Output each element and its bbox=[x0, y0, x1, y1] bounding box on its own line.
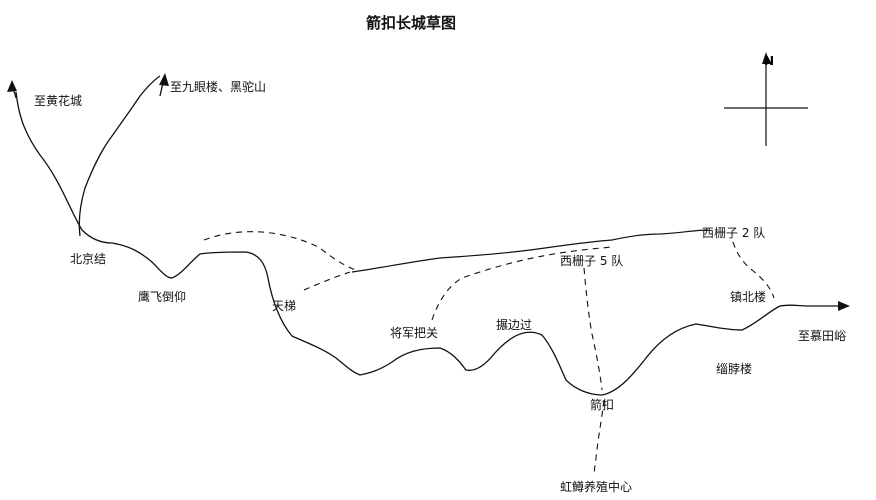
label-xizhazi-5dui: 西栅子 5 队 bbox=[560, 254, 624, 268]
label-yingfeidaoyang: 鹰飞倒仰 bbox=[138, 290, 187, 304]
trail-yingfei-to-tianti bbox=[203, 231, 357, 271]
trail-tianti-junction bbox=[303, 271, 351, 291]
label-tianti: 天梯 bbox=[272, 299, 297, 313]
arrow-to-mutianyu bbox=[808, 301, 850, 311]
arrow-to-jiuyanlou bbox=[159, 73, 169, 97]
label-to-mutianyu: 至慕田峪 bbox=[798, 329, 847, 343]
label-huangbozilou: 缁脖楼 bbox=[716, 362, 753, 376]
road-xizhazi-upper bbox=[351, 229, 709, 273]
great-wall-branch-jiuyanlou bbox=[78, 75, 161, 237]
north-arrow-icon bbox=[762, 52, 770, 64]
label-jiankou: 箭扣 bbox=[590, 398, 615, 412]
compass-rose bbox=[724, 52, 808, 146]
compass-north-label: N bbox=[764, 54, 775, 68]
label-beijingjie: 北京结 bbox=[70, 252, 107, 266]
label-zhebianguo: 搌边过 bbox=[496, 318, 533, 332]
label-jiangjunbaguan: 将军把关 bbox=[390, 326, 439, 340]
trail-xizhazi5-to-jiankou bbox=[583, 267, 603, 391]
label-xizhazi-2dui: 西栅子 2 队 bbox=[702, 226, 766, 240]
arrow-to-huanghuacheng bbox=[7, 80, 17, 99]
label-to-huanghuacheng: 至黄花城 bbox=[34, 94, 83, 108]
map-title: 箭扣长城草图 bbox=[366, 14, 457, 32]
trail-jiankou-to-hongzun bbox=[593, 399, 605, 477]
trail-xizhazi2-to-zhenbei bbox=[732, 241, 775, 299]
label-zhenbeilou: 镇北楼 bbox=[730, 290, 767, 304]
trail-jiangjun-to-xizhazi5 bbox=[431, 246, 613, 321]
label-hongzunyangzhi: 虹鳟养殖中心 bbox=[560, 480, 633, 494]
label-to-jiuyanlou: 至九眼楼、黑驼山 bbox=[170, 80, 267, 94]
great-wall-main-route bbox=[15, 91, 809, 396]
